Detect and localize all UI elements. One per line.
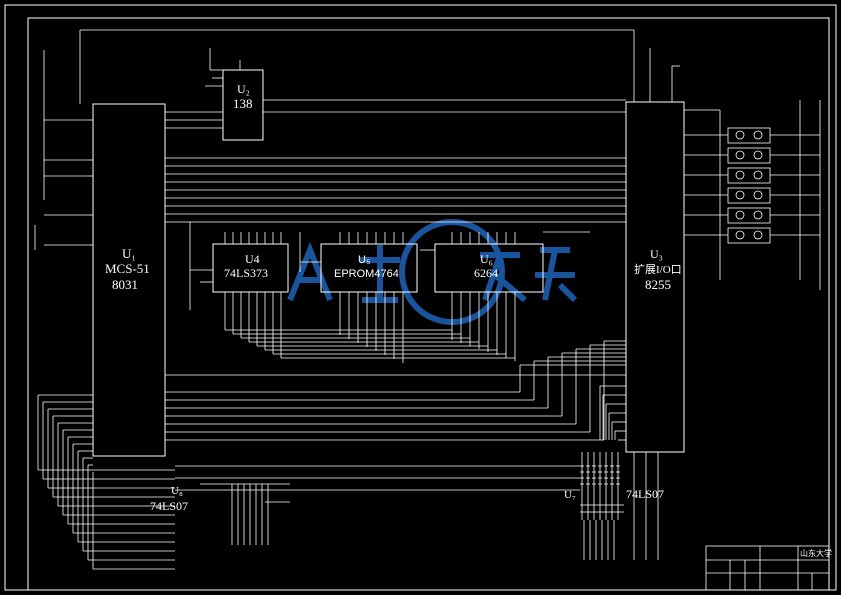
optocoupler — [727, 227, 771, 244]
u7-part: 74LS07 — [626, 487, 664, 501]
u8-ref: U₈ — [171, 485, 183, 497]
optocoupler-sensor — [753, 230, 763, 240]
outer-frame — [4, 4, 837, 591]
u6-ref: U₆ — [480, 252, 493, 266]
optocoupler — [727, 167, 771, 184]
optocoupler-sensor — [753, 190, 763, 200]
u5-ref: U₅ — [358, 254, 370, 266]
optocoupler — [727, 147, 771, 164]
optocoupler-sensor — [753, 130, 763, 140]
title-block — [705, 545, 830, 591]
u4-part: 74LS373 — [224, 266, 268, 280]
optocoupler-led — [735, 130, 745, 140]
u3-part: 扩展I/O口 — [634, 262, 682, 276]
optocoupler — [727, 207, 771, 224]
watermark-logo — [287, 219, 578, 325]
optocoupler-sensor — [753, 150, 763, 160]
optocoupler-led — [735, 170, 745, 180]
optocoupler-led — [735, 190, 745, 200]
u3-ref: U₃ — [650, 247, 663, 261]
inner-frame — [27, 17, 830, 591]
u2-part: 138 — [233, 96, 253, 111]
optocoupler-led — [735, 230, 745, 240]
optocoupler-led — [735, 210, 745, 220]
u6-part: 6264 — [474, 266, 498, 280]
u1-part: MCS-51 — [105, 261, 150, 276]
u5-part: EPROM4764 — [334, 268, 399, 280]
optocoupler — [727, 127, 771, 144]
u6-chip-body — [434, 243, 544, 293]
optocoupler-sensor — [753, 170, 763, 180]
u1-ref: U₁ — [122, 246, 136, 261]
u2-chip-body — [222, 69, 264, 141]
optocoupler — [727, 187, 771, 204]
u4-chip-body — [212, 243, 289, 293]
optocoupler-sensor — [753, 210, 763, 220]
optocoupler-array — [684, 127, 820, 244]
u1-model: 8031 — [112, 277, 138, 292]
title-block-school: 山东大学 — [800, 548, 832, 558]
optocoupler-led — [735, 150, 745, 160]
u7-ref: U₇ — [564, 489, 576, 501]
u5-chip-body — [320, 243, 418, 293]
u3-model: 8255 — [645, 277, 671, 292]
u3-chip-body — [625, 101, 685, 453]
u2-ref: U₂ — [237, 82, 250, 96]
u4-ref: U4 — [245, 252, 260, 266]
u1-chip-body — [92, 103, 166, 457]
wiring — [34, 29, 821, 570]
